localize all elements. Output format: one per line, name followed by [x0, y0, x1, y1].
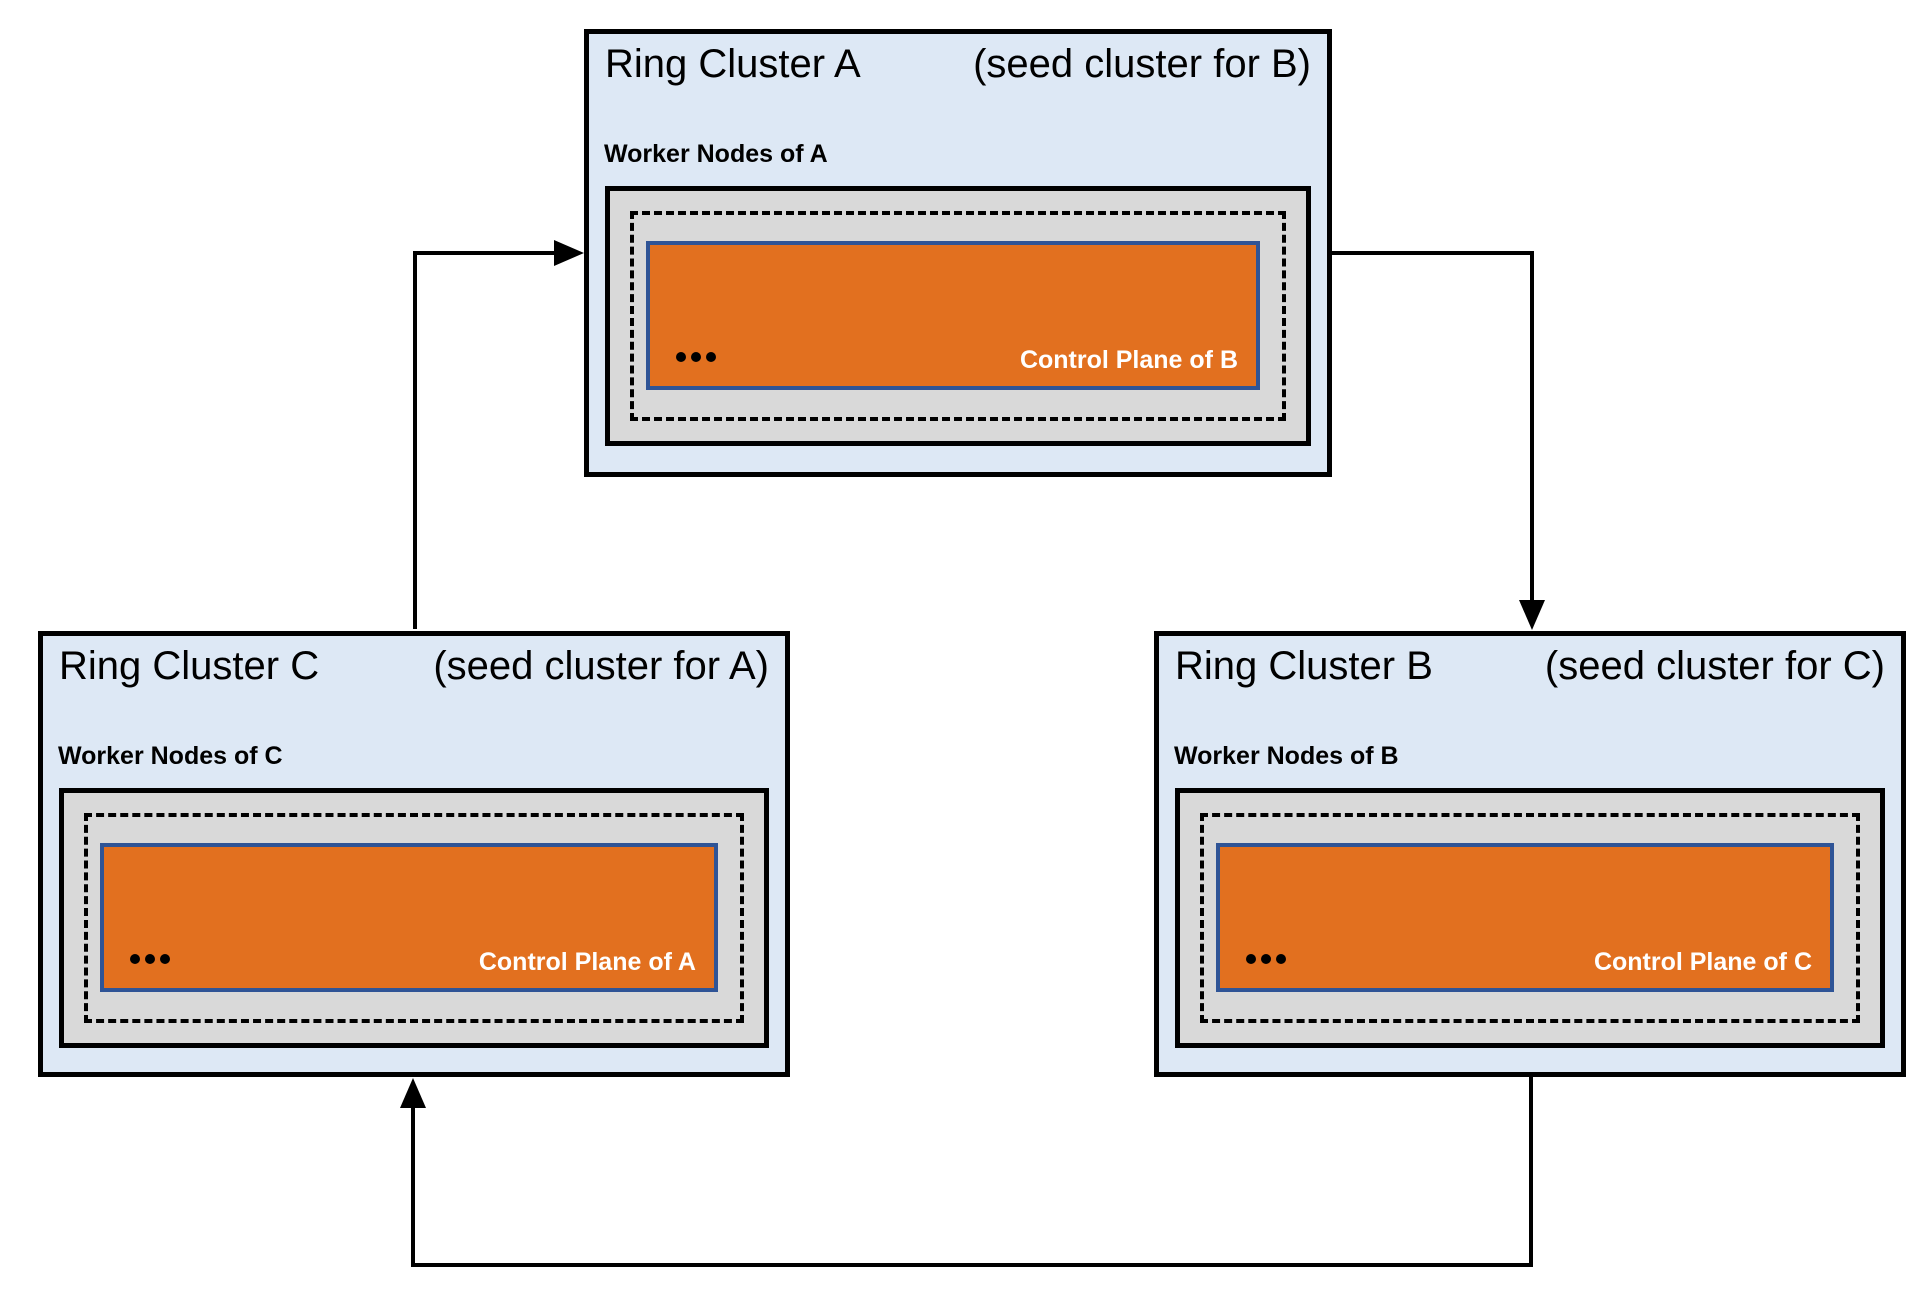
arrow-b-to-c [400, 1076, 1533, 1267]
dot-icon [160, 954, 170, 964]
cluster-c-title: Ring Cluster C [59, 644, 320, 688]
cluster-a-dashed-boundary: Control Plane of B [630, 211, 1286, 421]
cluster-b-title: Ring Cluster B [1175, 644, 1433, 688]
cluster-c-dashed-boundary: Control Plane of A [84, 813, 744, 1023]
cluster-a-seed-note: (seed cluster for B) [973, 42, 1311, 86]
ellipsis-icon [676, 352, 716, 362]
cluster-b-worker-label: Worker Nodes of B [1174, 742, 1399, 770]
dot-icon [1276, 954, 1286, 964]
dot-icon [130, 954, 140, 964]
arrow-c-to-a [413, 240, 584, 629]
ellipsis-icon [1246, 954, 1286, 964]
dot-icon [145, 954, 155, 964]
dot-icon [1246, 954, 1256, 964]
dot-icon [691, 352, 701, 362]
cluster-c-control-plane-label: Control Plane of A [478, 947, 696, 976]
cluster-a-title-row: Ring Cluster A (seed cluster for B) [605, 39, 1311, 89]
cluster-b-title-row: Ring Cluster B (seed cluster for C) [1175, 641, 1885, 691]
cluster-c-seed-note: (seed cluster for A) [433, 644, 769, 688]
cluster-a-title: Ring Cluster A [605, 42, 861, 86]
cluster-b-dashed-boundary: Control Plane of C [1200, 813, 1860, 1023]
cluster-b-seed-note: (seed cluster for C) [1544, 644, 1885, 688]
dot-icon [1261, 954, 1271, 964]
cluster-b-worker-nodes-box: Control Plane of C [1175, 788, 1885, 1048]
cluster-c-control-plane-box: Control Plane of A [100, 843, 718, 992]
cluster-b-control-plane-box: Control Plane of C [1216, 843, 1834, 992]
cluster-b-control-plane-label: Control Plane of C [1593, 947, 1812, 976]
cluster-a-box: Ring Cluster A (seed cluster for B) Work… [584, 29, 1332, 477]
cluster-c-box: Ring Cluster C (seed cluster for A) Work… [38, 631, 790, 1077]
dot-icon [676, 352, 686, 362]
cluster-c-worker-nodes-box: Control Plane of A [59, 788, 769, 1048]
arrow-a-to-b [1330, 251, 1545, 630]
cluster-c-title-row: Ring Cluster C (seed cluster for A) [59, 641, 769, 691]
cluster-a-worker-nodes-box: Control Plane of B [605, 186, 1311, 446]
cluster-c-worker-label: Worker Nodes of C [58, 742, 283, 770]
ellipsis-icon [130, 954, 170, 964]
cluster-b-box: Ring Cluster B (seed cluster for C) Work… [1154, 631, 1906, 1077]
cluster-a-control-plane-label: Control Plane of B [1019, 345, 1238, 374]
cluster-a-control-plane-box: Control Plane of B [646, 241, 1260, 390]
dot-icon [706, 352, 716, 362]
cluster-a-worker-label: Worker Nodes of A [604, 140, 828, 168]
